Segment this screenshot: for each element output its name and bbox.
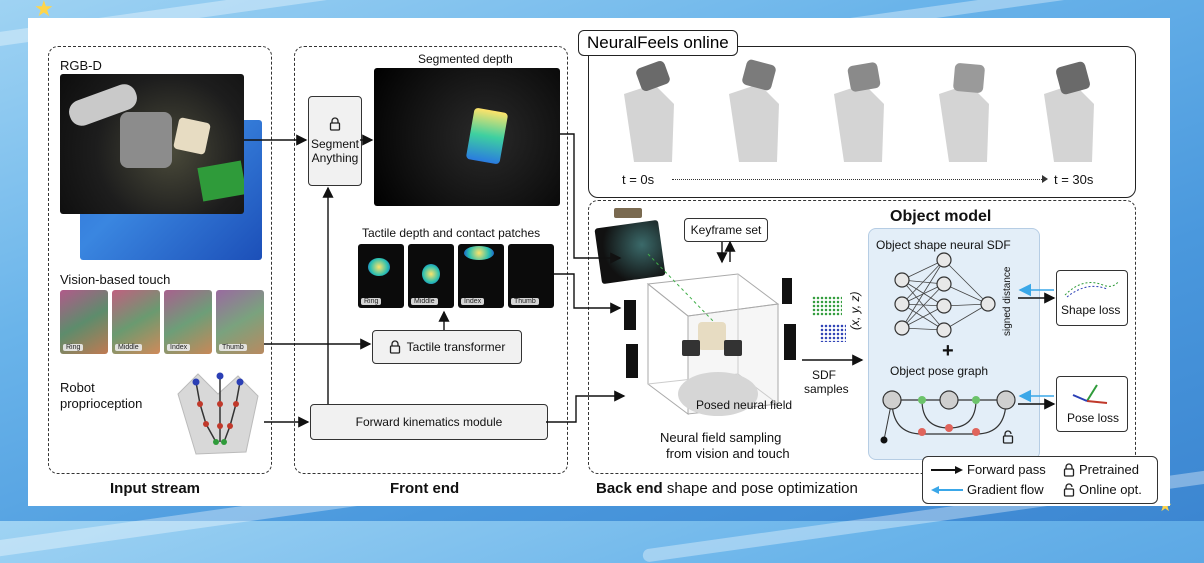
robot-label-line1: Robot bbox=[60, 380, 95, 395]
segment-anything-line2: Anything bbox=[311, 151, 359, 165]
object-model-title: Object model bbox=[890, 208, 992, 225]
rgb-image bbox=[60, 74, 244, 214]
back-end-box bbox=[588, 200, 1136, 474]
sdf-samples-line2: samples bbox=[804, 382, 849, 396]
sdf-title: Object shape neural SDF bbox=[876, 238, 1011, 252]
time-end-label: t = 30s bbox=[1054, 172, 1094, 187]
robot-label-line2: proprioception bbox=[60, 396, 143, 411]
tactile-title: Tactile depth and contact patches bbox=[362, 226, 541, 240]
robot-hand-skeleton bbox=[177, 372, 259, 455]
online-hand-sequence bbox=[624, 59, 1094, 162]
tactile-transformer-box: Tactile transformer bbox=[372, 330, 522, 364]
pretrained-lock-icon bbox=[1063, 463, 1075, 477]
front-end-title: Front end bbox=[390, 480, 460, 497]
front-end-box bbox=[294, 46, 568, 474]
pose-graph-title: Object pose graph bbox=[890, 364, 989, 378]
legend-gradient-label: Gradient flow bbox=[967, 482, 1044, 497]
legend-forward-label: Forward pass bbox=[967, 462, 1046, 477]
pose-graph bbox=[880, 390, 1016, 444]
vision-touch-title: Vision-based touch bbox=[60, 272, 171, 287]
neuralfeels-online-title: NeuralFeels online bbox=[578, 30, 738, 56]
timeline-arrowhead bbox=[1042, 175, 1048, 183]
legend-online-label: Online opt. bbox=[1079, 482, 1142, 497]
pose-loss-axes-icon bbox=[1072, 384, 1108, 404]
touch-tile-middle: Middle bbox=[112, 290, 160, 354]
sdf-samples-line1: SDF bbox=[812, 368, 836, 382]
star-decoration-icon: ★ bbox=[34, 0, 54, 21]
segment-anything-box: Segment Anything bbox=[308, 96, 362, 186]
rgbd-label: RGB-D bbox=[60, 58, 102, 73]
lock-icon bbox=[329, 117, 341, 131]
shape-loss-box: Shape loss bbox=[1056, 270, 1128, 326]
segmented-depth-title: Segmented depth bbox=[418, 52, 513, 66]
input-stream-title: Input stream bbox=[110, 480, 201, 497]
figure-panel: RGB-D Vision-based touch Ring Middle Ind… bbox=[28, 18, 1170, 506]
tactile-tile-index: Index bbox=[458, 244, 504, 308]
sdf-samples-blue bbox=[820, 324, 846, 342]
shape-loss-label: Shape loss bbox=[1061, 303, 1121, 317]
segmented-depth-image bbox=[374, 68, 560, 206]
posed-neural-field-cube bbox=[624, 253, 796, 416]
sdf-network bbox=[894, 252, 996, 338]
flow-arrows bbox=[244, 133, 1056, 428]
forward-kinematics-label: Forward kinematics module bbox=[355, 415, 503, 429]
sampling-label-line2: from vision and touch bbox=[666, 446, 790, 461]
camera-thumbnail bbox=[614, 208, 642, 218]
back-end-title-bold: Back end bbox=[596, 480, 663, 497]
input-stream-box bbox=[48, 46, 272, 474]
touch-tile-index: Index bbox=[164, 290, 212, 354]
forward-kinematics-box: Forward kinematics module bbox=[310, 404, 548, 440]
keyframe-set-label: Keyframe set bbox=[690, 223, 762, 237]
tactile-tile-middle: Middle bbox=[408, 244, 454, 308]
forward-arrow-icon bbox=[931, 466, 963, 474]
plus-sign: + bbox=[942, 340, 954, 362]
touch-tile-thumb: Thumb bbox=[216, 290, 264, 354]
tactile-transformer-label: Tactile transformer bbox=[406, 340, 506, 354]
legend-box: Forward pass Gradient flow Pretrained On… bbox=[922, 456, 1158, 504]
back-end-title: Back end shape and pose optimization bbox=[596, 480, 858, 497]
lock-icon bbox=[389, 340, 400, 354]
pose-loss-box: Pose loss bbox=[1056, 376, 1128, 432]
back-end-title-rest: shape and pose optimization bbox=[662, 480, 858, 497]
sdf-samples-green bbox=[812, 296, 842, 316]
tactile-tile-ring: Ring bbox=[358, 244, 404, 308]
time-start-label: t = 0s bbox=[622, 172, 655, 187]
unlock-icon bbox=[1002, 430, 1014, 444]
sampling-label-line1: Neural field sampling bbox=[660, 430, 782, 445]
gradient-arrow-icon bbox=[931, 486, 963, 494]
touch-tile-ring: Ring bbox=[60, 290, 108, 354]
timeline-dotted bbox=[672, 179, 1044, 180]
keyframe-set-box: Keyframe set bbox=[684, 218, 768, 242]
tactile-tile-thumb: Thumb bbox=[508, 244, 554, 308]
legend-pretrained-label: Pretrained bbox=[1079, 462, 1139, 477]
online-unlock-icon bbox=[1063, 483, 1075, 497]
neuralfeels-online-box bbox=[588, 46, 1136, 198]
shape-loss-curve-icon bbox=[1064, 280, 1120, 298]
pose-loss-label: Pose loss bbox=[1067, 411, 1120, 425]
posed-neural-field-label: Posed neural field bbox=[696, 398, 793, 412]
segment-anything-line1: Segment bbox=[310, 137, 360, 151]
